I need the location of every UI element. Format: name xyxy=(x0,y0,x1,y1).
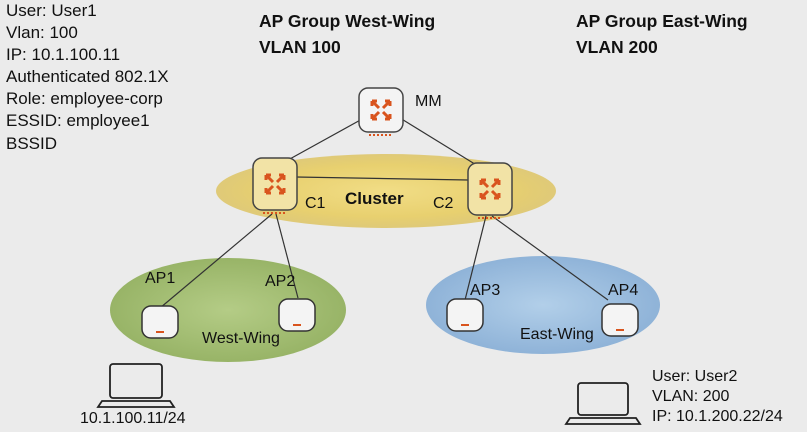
user1-line: IP: 10.1.100.11 xyxy=(6,45,121,64)
user1-line: User: User1 xyxy=(6,1,97,20)
user1-line: ESSID: employee1 xyxy=(6,111,150,130)
east-wing-ellipse xyxy=(426,256,660,354)
link-c1-ap2 xyxy=(275,213,299,299)
east-group-vlan: VLAN 200 xyxy=(576,37,658,57)
cluster-label: Cluster xyxy=(345,189,404,208)
ap2-icon xyxy=(278,298,316,332)
c2-controller-icon xyxy=(467,162,513,219)
ap3-label: AP3 xyxy=(470,282,501,299)
c1-controller-icon xyxy=(252,157,298,214)
ap1-icon xyxy=(141,305,179,339)
ap3-icon xyxy=(446,298,484,332)
links xyxy=(159,117,609,309)
laptop1-icon xyxy=(96,363,176,408)
c2-label: C2 xyxy=(433,195,454,212)
user1-line: Vlan: 100 xyxy=(6,23,78,42)
west-group-vlan: VLAN 100 xyxy=(259,37,341,57)
laptop1-ip: 10.1.100.11/24 xyxy=(80,410,186,427)
west-group-title: AP Group West-Wing xyxy=(259,11,436,31)
link-mm-c1 xyxy=(287,117,365,161)
laptop2-icon xyxy=(564,382,642,425)
link-c2-ap4 xyxy=(491,215,609,301)
mm-controller-icon xyxy=(358,87,404,136)
west-wing-label: West-Wing xyxy=(202,330,280,347)
link-mm-c2 xyxy=(399,117,479,167)
user2-line: VLAN: 200 xyxy=(652,388,730,405)
ap4-icon xyxy=(601,303,639,337)
east-wing-label: East-Wing xyxy=(520,326,594,343)
ap2-label: AP2 xyxy=(265,273,296,290)
c1-label: C1 xyxy=(305,195,326,212)
link-c2-ap3 xyxy=(464,215,487,301)
mm-label: MM xyxy=(415,93,442,110)
user2-line: IP: 10.1.200.22/24 xyxy=(652,408,783,425)
user1-line: Role: employee-corp xyxy=(6,89,163,108)
user1-line: Authenticated 802.1X xyxy=(6,67,169,86)
link-c1-ap1 xyxy=(159,213,273,309)
link-c1-c2 xyxy=(295,176,469,181)
east-group-title: AP Group East-Wing xyxy=(576,11,748,31)
ap1-label: AP1 xyxy=(145,270,176,287)
user2-line: User: User2 xyxy=(652,368,738,385)
user1-line: BSSID xyxy=(6,134,58,153)
ap4-label: AP4 xyxy=(608,282,639,299)
